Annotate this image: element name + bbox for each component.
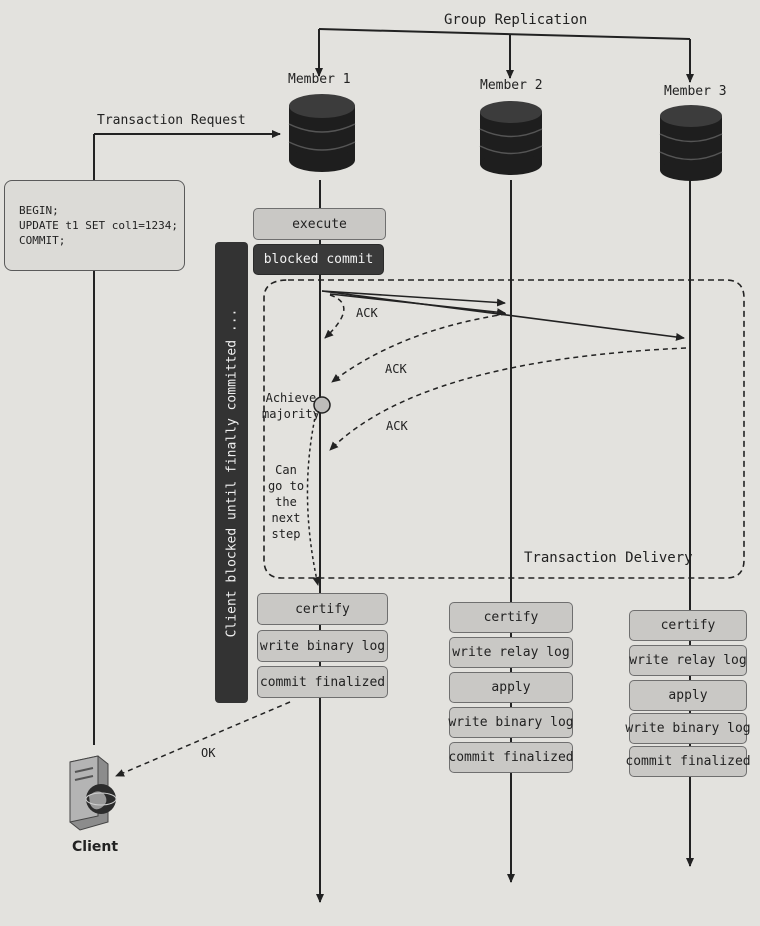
client-blocked-label: Client blocked until finally committed .… xyxy=(224,308,239,637)
member3-write-binary-log-step: write binary log xyxy=(625,713,751,744)
group-replication-bracket xyxy=(315,28,694,83)
member3-database-icon xyxy=(659,105,723,181)
member3-apply-step: apply xyxy=(629,680,747,711)
member3-commit-finalized-step: commit finalized xyxy=(625,746,751,777)
client-label: Client xyxy=(72,839,119,855)
ok-label: OK xyxy=(201,746,216,760)
achieve-majority-label: Achieve majority xyxy=(262,391,320,421)
member2-database-icon xyxy=(479,101,543,175)
member1-commit-finalized-step: commit finalized xyxy=(257,666,388,698)
client-server-icon xyxy=(69,755,117,831)
next-step-label: Can go to the next step xyxy=(267,463,305,541)
member3-label: Member 3 xyxy=(664,84,727,99)
group-replication-label: Group Replication xyxy=(444,12,588,28)
member1-database-icon xyxy=(288,94,356,172)
next-step-arrow xyxy=(306,412,321,586)
transaction-delivery-region xyxy=(263,279,745,579)
member1-certify-step: certify xyxy=(257,593,388,625)
client-blocked-bar: Client blocked until finally committed .… xyxy=(215,242,248,703)
member2-apply-step: apply xyxy=(449,672,573,703)
majority-point xyxy=(313,396,331,414)
member1-label: Member 1 xyxy=(288,72,351,87)
member3-write-relay-log-step: write relay log xyxy=(629,645,747,676)
ack-arrows xyxy=(324,294,687,451)
member3-certify-step: certify xyxy=(629,610,747,641)
blocked-commit-step: blocked commit xyxy=(253,244,384,275)
ack-label: ACK xyxy=(386,419,408,433)
sql-line: COMMIT; xyxy=(19,234,66,247)
sql-line: UPDATE t1 SET col1=1234; xyxy=(19,219,178,232)
ok-arrow xyxy=(115,701,291,777)
member2-label: Member 2 xyxy=(480,78,543,93)
ack-label: ACK xyxy=(385,362,407,376)
sql-line: BEGIN; xyxy=(19,204,59,217)
ack-label: ACK xyxy=(356,306,378,320)
member2-write-relay-log-step: write relay log xyxy=(449,637,573,668)
member2-commit-finalized-step: commit finalized xyxy=(448,742,574,773)
sql-code-box: BEGIN; UPDATE t1 SET col1=1234; COMMIT; xyxy=(4,180,185,271)
member1-write-binary-log-step: write binary log xyxy=(257,630,388,662)
execute-step: execute xyxy=(253,208,386,240)
member2-write-binary-log-step: write binary log xyxy=(448,707,574,738)
transaction-request-label: Transaction Request xyxy=(97,113,246,128)
transaction-delivery-title: Transaction Delivery xyxy=(524,550,693,566)
member2-certify-step: certify xyxy=(449,602,573,633)
